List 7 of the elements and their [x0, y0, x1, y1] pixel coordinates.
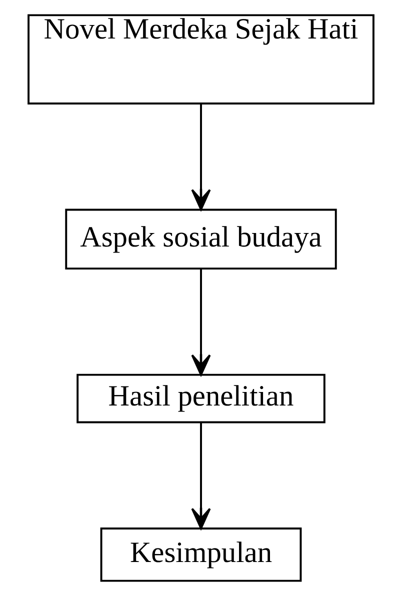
node-box: Aspek sosial budaya	[64, 208, 336, 270]
node-box: Hasil penelitian	[76, 374, 325, 424]
node-box: Kesimpulan	[100, 528, 302, 582]
node-box: Novel Merdeka Sejak Hati	[27, 14, 374, 104]
arrow	[190, 422, 210, 530]
arrow	[190, 104, 210, 210]
arrow	[190, 268, 210, 376]
